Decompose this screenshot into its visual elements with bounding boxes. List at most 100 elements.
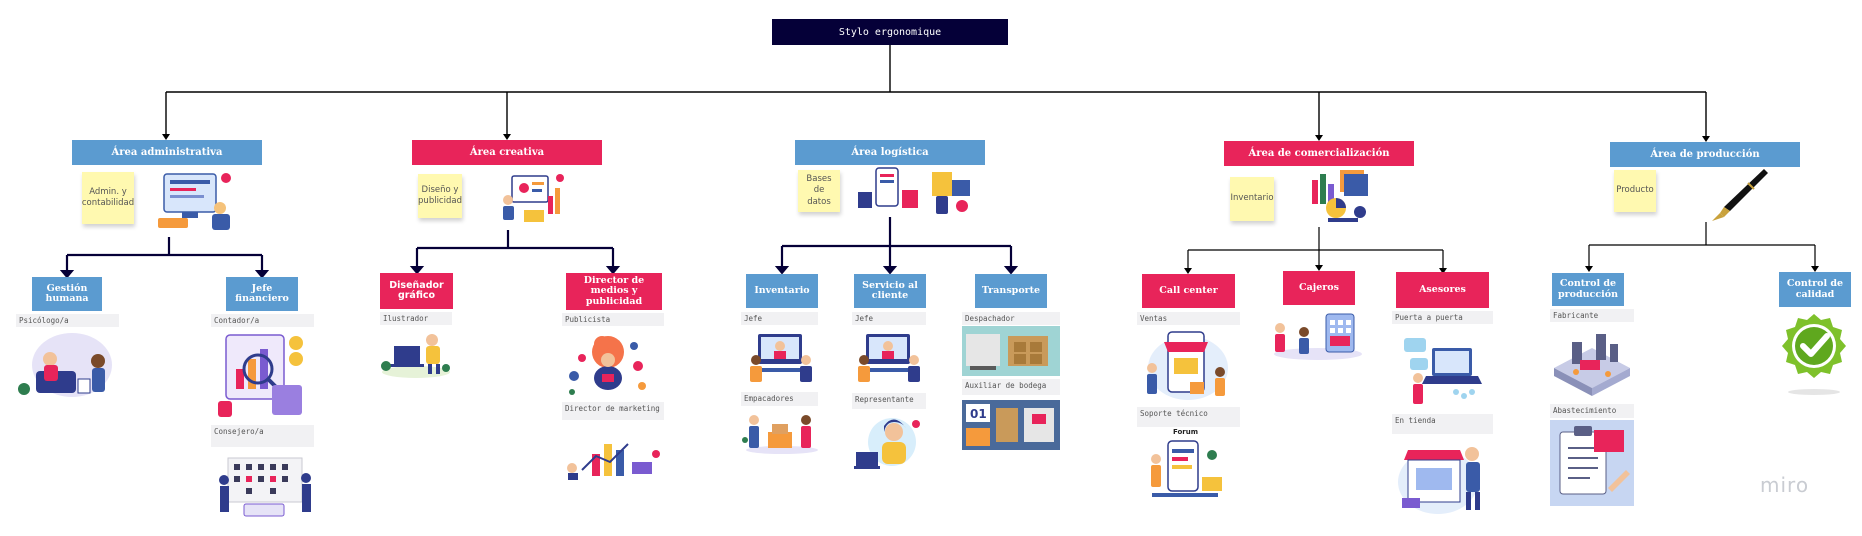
warehouse-calendar-photo: 01 [962, 400, 1060, 450]
clipboard-checklist-illustration [1550, 420, 1634, 506]
node-director-medios[interactable]: Director de medios y publicidad [566, 273, 662, 310]
role-tag-ventas: Ventas [1137, 312, 1240, 325]
video-call-illustration [858, 334, 920, 382]
role-label: Consejero/a [214, 427, 264, 436]
role-tag-abastecimiento: Abastecimiento [1550, 404, 1634, 418]
sticky-label: Inventario [1230, 193, 1274, 204]
node-transporte[interactable]: Transporte [975, 274, 1047, 308]
node-label: Control de producción [1558, 278, 1618, 300]
role-label: Ventas [1140, 314, 1168, 323]
node-label: Transporte [981, 284, 1041, 296]
marketing-chart-illustration [567, 443, 660, 480]
area-logistica-label: Área logística [851, 147, 929, 158]
node-inventario[interactable]: Inventario [746, 274, 818, 308]
node-label: Call center [1159, 284, 1218, 296]
role-tag-publicista: Publicista [562, 313, 664, 326]
role-tag-director-marketing: Director de marketing [562, 402, 664, 420]
root-label: Stylo ergonomique [838, 26, 942, 38]
area-creativa-label: Área creativa [469, 147, 545, 158]
watermark-text: miro [1760, 473, 1810, 497]
node-cajeros[interactable]: Cajeros [1283, 271, 1355, 305]
role-label: Fabricante [1553, 311, 1599, 320]
logistics-illustration [858, 167, 970, 214]
connector-produccion [1588, 222, 1816, 270]
sticky-bases-datos[interactable]: Bases de datos [798, 170, 840, 212]
role-label: Ilustrador [383, 314, 429, 323]
sticky-inventario[interactable]: Inventario [1230, 177, 1274, 221]
node-gestion-humana[interactable]: Gestión humana [32, 277, 102, 311]
sticky-label: Producto [1616, 185, 1654, 196]
sticky-label: Admin. y contabilidad [81, 186, 135, 208]
sticky-producto[interactable]: Producto [1614, 170, 1656, 212]
node-label: Servicio al cliente [862, 279, 918, 301]
role-tag-consejero: Consejero/a [211, 425, 314, 447]
node-label: Control de calidad [1786, 278, 1844, 300]
role-label: Soporte técnico [1140, 409, 1208, 418]
role-tag-despachador: Despachador [962, 312, 1060, 325]
node-label: Cajeros [1299, 281, 1339, 293]
role-tag-fabricante: Fabricante [1550, 309, 1634, 322]
creative-design-illustration [503, 174, 564, 222]
node-control-calidad[interactable]: Control de calidad [1779, 272, 1851, 307]
factory-isometric-illustration [1554, 334, 1630, 396]
connector-administrativa [65, 237, 264, 275]
svg-text:01: 01 [970, 407, 987, 421]
role-label: Auxiliar de bodega [965, 381, 1047, 390]
role-tag-en-tienda: En tienda [1392, 414, 1493, 434]
connector-root-areas [165, 45, 1707, 140]
connector-logistica [780, 217, 1013, 271]
area-administrativa-label: Área administrativa [111, 147, 223, 158]
node-asesores[interactable]: Asesores [1396, 272, 1489, 308]
role-label: Publicista [565, 315, 611, 324]
role-tag-empacadores: Empacadores [741, 392, 818, 406]
role-tag-auxiliar-bodega: Auxiliar de bodega [962, 379, 1060, 395]
sticky-label: Bases de datos [806, 174, 832, 207]
warehouse-truck-photo [962, 326, 1060, 376]
sticky-diseno-publicidad[interactable]: Diseño y publicidad [418, 174, 462, 218]
caption-text: Forum [1173, 428, 1199, 436]
video-call-illustration [750, 334, 812, 382]
role-tag-contador: Contador/a [211, 314, 314, 327]
node-label: Gestión humana [45, 282, 89, 304]
node-call-center[interactable]: Call center [1142, 274, 1235, 308]
forum-support-illustration [1151, 440, 1222, 497]
role-tag-psicologo: Psicólogo/a [16, 314, 119, 327]
role-tag-jefe-servicio: Jefe [852, 312, 926, 325]
role-label: Contador/a [214, 316, 260, 325]
node-label: Jefe financiero [235, 282, 289, 304]
office-computer-illustration [158, 173, 231, 230]
arrow-heads-thin [162, 134, 1819, 274]
sticky-admin-contabilidad[interactable]: Admin. y contabilidad [82, 172, 134, 224]
node-control-produccion[interactable]: Control de producción [1552, 273, 1624, 306]
role-label: Representante [855, 395, 914, 404]
social-media-illustration [569, 336, 646, 395]
node-label: Inventario [754, 284, 810, 296]
role-tag-puerta-a-puerta: Puerta a puerta [1392, 311, 1493, 324]
financial-analysis-illustration [218, 334, 303, 417]
role-tag-soporte-tecnico: Soporte técnico [1137, 407, 1240, 427]
node-servicio-cliente[interactable]: Servicio al cliente [854, 274, 926, 308]
role-label: Despachador [965, 314, 1015, 323]
role-label: Director de marketing [565, 404, 660, 413]
arrow-heads [59, 266, 1019, 279]
area-produccion-label: Área de producción [1650, 149, 1760, 160]
root-node[interactable]: Stylo ergonomique [772, 19, 1008, 45]
role-tag-ilustrador: Ilustrador [380, 312, 452, 325]
area-produccion[interactable]: Área de producción [1610, 142, 1800, 167]
commerce-charts-illustration [1312, 170, 1368, 222]
node-disenador-grafico[interactable]: Diseñador gráfico [380, 273, 453, 309]
area-comercializacion[interactable]: Área de comercialización [1224, 141, 1414, 166]
node-label: Asesores [1419, 283, 1466, 295]
shop-front-illustration [1398, 447, 1480, 514]
packing-illustration [742, 415, 818, 454]
fountain-pen-photo [1712, 169, 1768, 221]
area-administrativa[interactable]: Área administrativa [72, 140, 262, 165]
node-jefe-financiero[interactable]: Jefe financiero [226, 277, 298, 311]
online-store-illustration [1147, 331, 1228, 400]
planning-calendar-illustration [219, 457, 311, 517]
role-label: Jefe [744, 314, 763, 323]
area-creativa[interactable]: Área creativa [412, 140, 602, 165]
role-label: Puerta a puerta [1395, 313, 1463, 322]
area-logistica[interactable]: Área logística [795, 140, 985, 165]
